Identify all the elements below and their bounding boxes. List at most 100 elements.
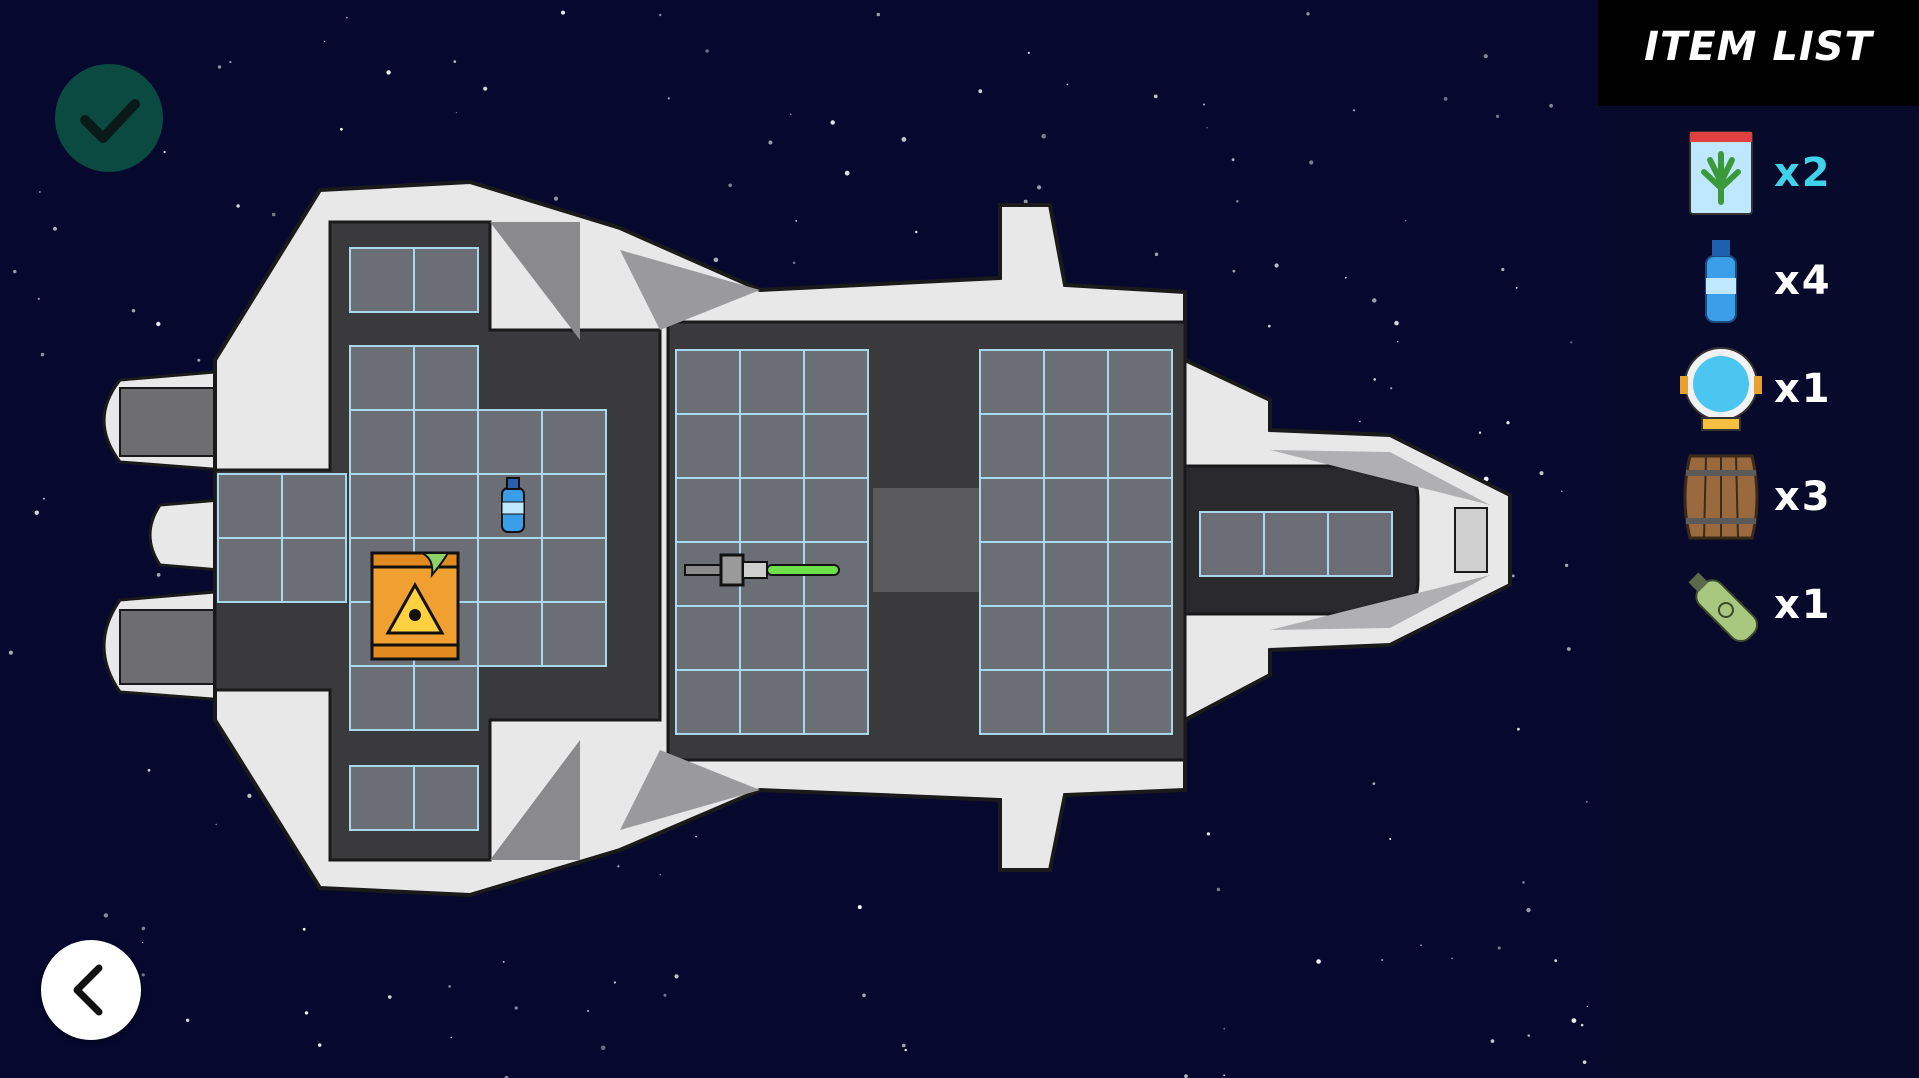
grid-cell[interactable]	[541, 537, 607, 603]
grid-cell[interactable]	[349, 409, 415, 475]
star	[553, 196, 559, 201]
star	[39, 191, 41, 193]
grid-cell[interactable]	[541, 409, 607, 475]
grid-cell[interactable]	[477, 409, 543, 475]
grid-cell[interactable]	[281, 473, 347, 539]
grid-cell[interactable]	[979, 477, 1045, 543]
grid-cell[interactable]	[675, 669, 741, 735]
star	[915, 230, 918, 234]
star	[1397, 341, 1399, 343]
star	[978, 89, 983, 94]
grid-cell[interactable]	[1107, 669, 1173, 735]
grid-cell[interactable]	[803, 349, 869, 415]
item-row-cannabis[interactable]: x2	[1598, 128, 1919, 218]
grid-cell[interactable]	[413, 345, 479, 411]
grid-cell[interactable]	[1107, 477, 1173, 543]
star	[453, 60, 457, 63]
star	[1390, 387, 1393, 390]
grid-cell[interactable]	[739, 349, 805, 415]
grid-cell[interactable]	[739, 477, 805, 543]
grid-cell[interactable]	[803, 413, 869, 479]
grid-cell[interactable]	[349, 247, 415, 313]
grid-cell[interactable]	[739, 605, 805, 671]
grid-cell[interactable]	[1107, 541, 1173, 607]
star	[1490, 1039, 1495, 1043]
star	[1274, 263, 1279, 268]
grid-cell[interactable]	[349, 765, 415, 831]
grid-cell[interactable]	[217, 473, 283, 539]
grid-cell[interactable]	[349, 665, 415, 731]
grid-cell[interactable]	[739, 413, 805, 479]
star	[1405, 220, 1407, 222]
star	[386, 70, 391, 75]
grid-cell[interactable]	[413, 765, 479, 831]
grid-cell[interactable]	[979, 541, 1045, 607]
star	[790, 113, 792, 115]
grid-cell[interactable]	[413, 473, 479, 539]
star	[504, 1075, 509, 1078]
grid-cell[interactable]	[1199, 511, 1265, 577]
grid-cell[interactable]	[1107, 605, 1173, 671]
grid-cell[interactable]	[541, 601, 607, 667]
grid-cell[interactable]	[675, 605, 741, 671]
star	[141, 973, 145, 977]
grid-cell[interactable]	[1043, 669, 1109, 735]
star	[792, 261, 796, 265]
grid-cell[interactable]	[413, 409, 479, 475]
grid-cell[interactable]	[281, 537, 347, 603]
star	[13, 269, 17, 274]
star	[1420, 944, 1422, 946]
grid-cell[interactable]	[675, 413, 741, 479]
grid-cell[interactable]	[477, 601, 543, 667]
grid-cell[interactable]	[1043, 605, 1109, 671]
grid-cell[interactable]	[413, 247, 479, 313]
grid-cell[interactable]	[675, 477, 741, 543]
star	[1586, 1005, 1588, 1008]
placed-toxic-barrel[interactable]	[370, 551, 460, 661]
grid-cell[interactable]	[675, 349, 741, 415]
grid-cell[interactable]	[1263, 511, 1329, 577]
grid-cell[interactable]	[477, 537, 543, 603]
item-row-gas-canister[interactable]: x1	[1598, 560, 1919, 650]
grid-cell[interactable]	[803, 477, 869, 543]
item-row-space-helmet[interactable]: x1	[1598, 344, 1919, 434]
star	[1231, 158, 1235, 162]
grid-cell[interactable]	[1043, 349, 1109, 415]
placed-water-bottle[interactable]	[501, 477, 525, 533]
item-count: x1	[1774, 582, 1832, 628]
grid-cell[interactable]	[217, 537, 283, 603]
star	[141, 926, 146, 931]
confirm-button[interactable]	[55, 64, 163, 172]
grid-cell[interactable]	[979, 349, 1045, 415]
grid-cell[interactable]	[1043, 413, 1109, 479]
grid-cell[interactable]	[739, 669, 805, 735]
grid-cell[interactable]	[349, 473, 415, 539]
grid-cell[interactable]	[349, 345, 415, 411]
item-row-barrel[interactable]: x3	[1598, 452, 1919, 542]
item-row-water-bottle[interactable]: x4	[1598, 236, 1919, 326]
star	[8, 650, 13, 655]
star	[37, 297, 40, 301]
star	[1394, 320, 1399, 326]
grid-cell[interactable]	[1107, 413, 1173, 479]
grid-cell[interactable]	[979, 669, 1045, 735]
star	[862, 993, 866, 998]
grid-cell[interactable]	[1043, 541, 1109, 607]
star	[323, 40, 326, 43]
grid-cell[interactable]	[413, 665, 479, 731]
grid-cell[interactable]	[1327, 511, 1393, 577]
star	[705, 49, 709, 53]
star	[318, 1043, 322, 1047]
grid-cell[interactable]	[979, 413, 1045, 479]
star	[142, 941, 144, 944]
grid-cell[interactable]	[1043, 477, 1109, 543]
grid-cell[interactable]	[803, 605, 869, 671]
star	[483, 86, 488, 91]
star	[844, 170, 850, 176]
placed-lightsaber[interactable]	[684, 553, 840, 587]
grid-cell[interactable]	[803, 669, 869, 735]
grid-cell[interactable]	[541, 473, 607, 539]
grid-cell[interactable]	[1107, 349, 1173, 415]
previous-button[interactable]	[41, 940, 141, 1040]
grid-cell[interactable]	[979, 605, 1045, 671]
